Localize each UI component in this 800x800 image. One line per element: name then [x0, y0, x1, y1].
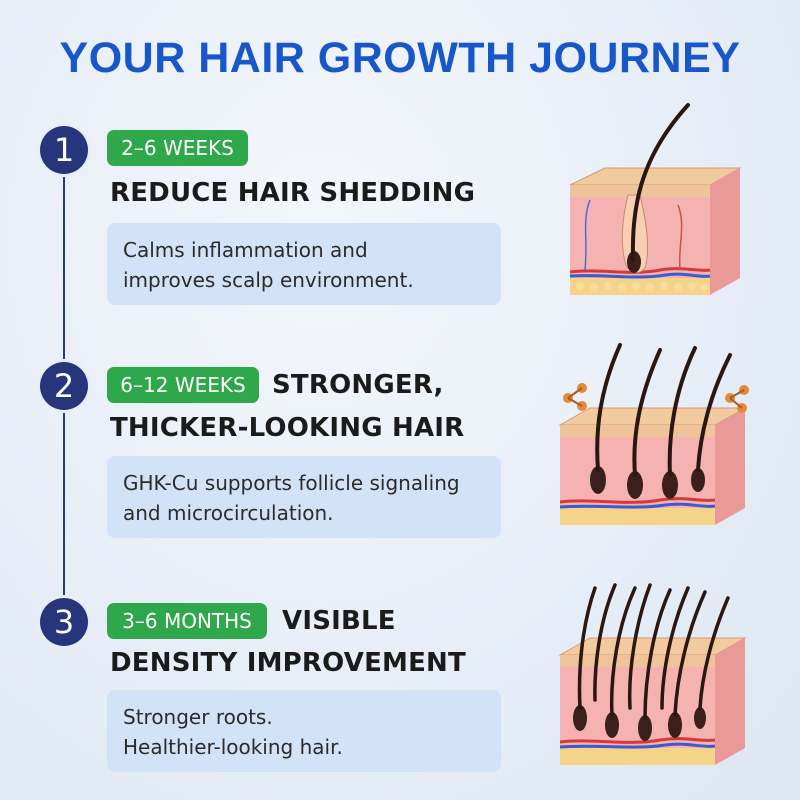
- skin-cross-section-four-hairs-icon: [558, 343, 749, 525]
- step-1-number: 1: [40, 126, 88, 174]
- step-1-description-line-1: Calms inflammation and: [123, 238, 368, 262]
- page-title: YOUR HAIR GROWTH JOURNEY: [59, 34, 741, 82]
- step-3-description-line-2: Healthier-looking hair.: [123, 735, 343, 759]
- step-1-description-line-2: improves scalp environment.: [123, 268, 414, 292]
- step-3-heading-line-1: VISIBLE: [282, 606, 396, 636]
- step-2-description-line-1: GHK-Cu supports follicle signaling: [123, 471, 460, 495]
- step-1-heading: REDUCE HAIR SHEDDING: [110, 178, 476, 208]
- step-3-number: 3: [40, 598, 88, 646]
- skin-cross-section-dense-hairs-icon: [558, 583, 747, 765]
- step-2-description-card: GHK-Cu supports follicle signaling and m…: [107, 456, 501, 538]
- step-1-badge: 2–6 WEEKS: [107, 130, 248, 166]
- step-3-description-card: Stronger roots. Healthier-looking hair.: [107, 690, 501, 772]
- step-2-number: 2: [40, 362, 88, 410]
- skin-cross-section-one-hair-icon: [569, 103, 742, 295]
- step-3-heading-line-2: DENSITY IMPROVEMENT: [110, 648, 466, 678]
- step-1-description-card: Calms inflammation and improves scalp en…: [107, 223, 501, 305]
- step-2-heading-line-2: THICKER-LOOKING HAIR: [110, 413, 465, 443]
- step-2-badge: 6–12 WEEKS: [107, 367, 259, 403]
- step-3-description-line-1: Stronger roots.: [123, 705, 273, 729]
- step-3-badge: 3–6 MONTHS: [107, 603, 267, 639]
- step-2-description-line-2: and microcirculation.: [123, 501, 334, 525]
- step-2-heading-line-1: STRONGER,: [272, 370, 444, 400]
